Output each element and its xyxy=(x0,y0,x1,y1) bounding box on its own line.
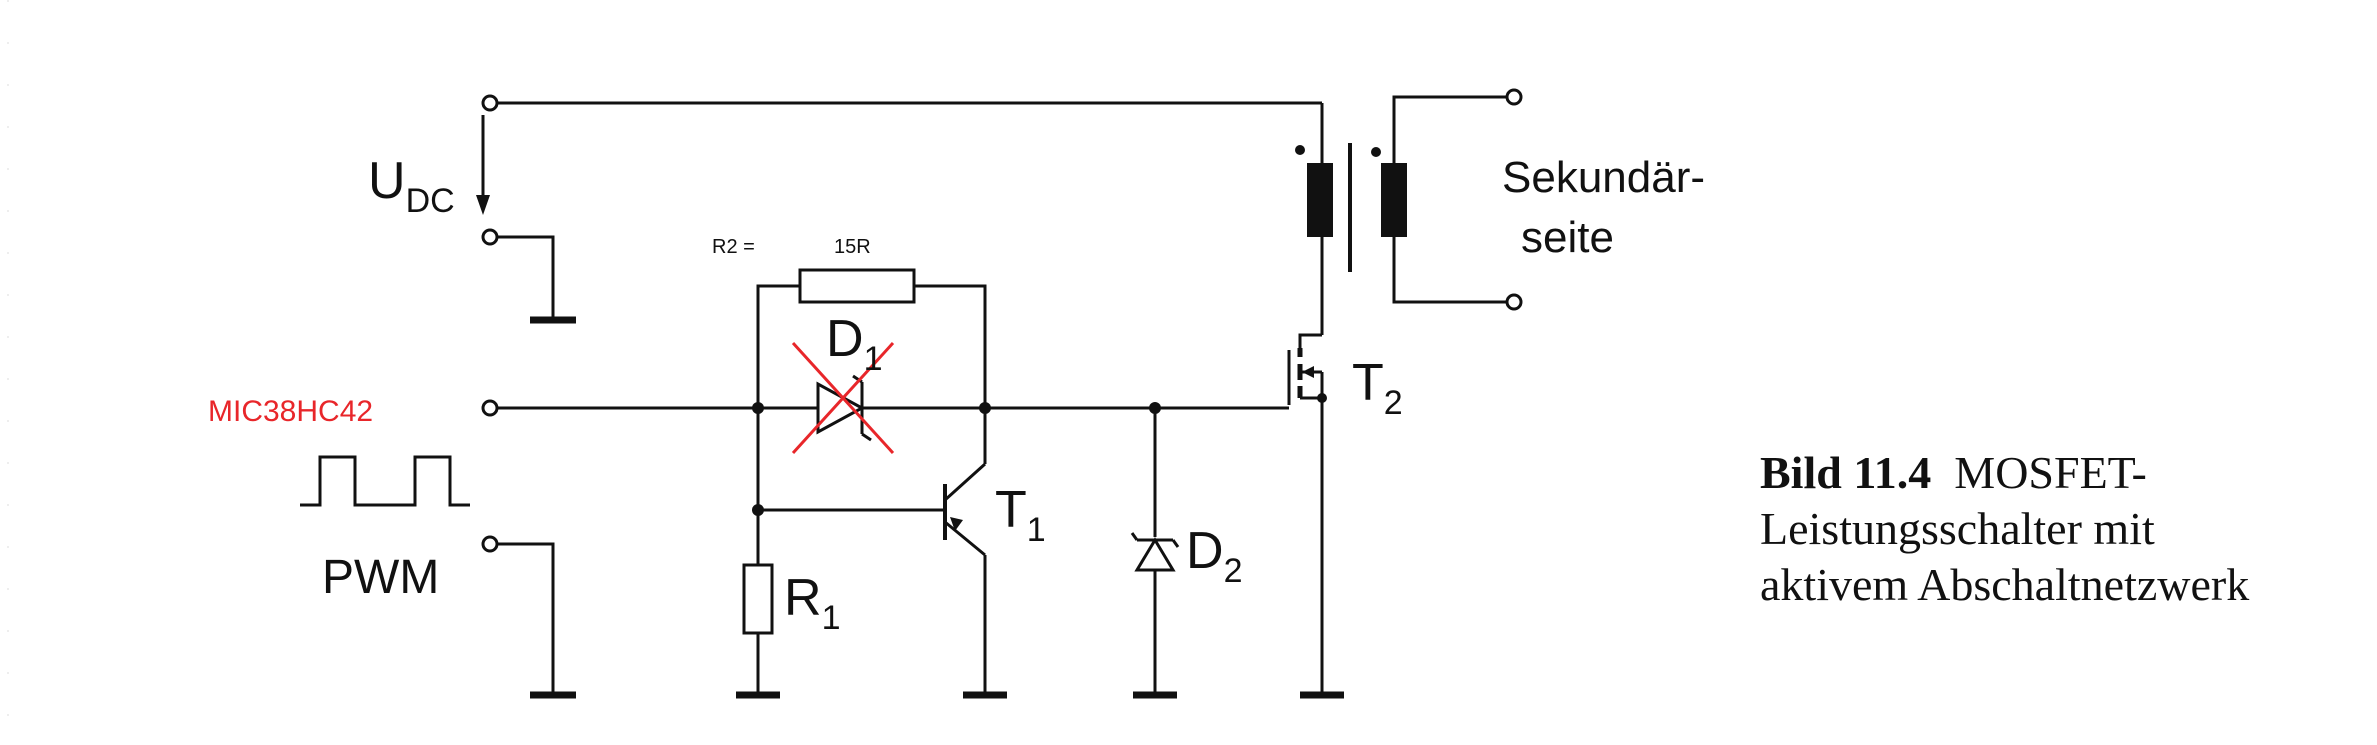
diode-d1 xyxy=(816,374,872,442)
r2-label: R2 = xyxy=(712,236,755,258)
udc-voltage-arrow xyxy=(476,115,490,215)
secondary-side-label-2: seite xyxy=(1521,213,1614,262)
secondary-terminal-top xyxy=(1505,88,1523,106)
t2-label: T2 xyxy=(1352,354,1403,422)
controller-label: MIC38HC42 xyxy=(208,395,373,428)
t1-label: T1 xyxy=(995,481,1046,549)
secondary-terminal-bottom xyxy=(1505,293,1523,311)
secondary-winding xyxy=(1381,163,1407,237)
primary-dot-icon xyxy=(1295,145,1305,155)
r2-value: 15R xyxy=(834,236,871,258)
zener-diode-d2 xyxy=(1130,408,1180,699)
pwm-waveform-icon xyxy=(300,455,470,507)
figure-caption: Bild 11.4 MOSFET- Leistungsschalter mit … xyxy=(1760,445,2360,613)
pwm-ground xyxy=(497,542,576,699)
top-rail xyxy=(495,101,1324,150)
caption-number: Bild 11.4 xyxy=(1760,447,1932,498)
udc-plus-terminal xyxy=(481,94,499,112)
resistor-r2 xyxy=(756,268,987,408)
resistor-r1 xyxy=(736,408,780,699)
secondary-dot-icon xyxy=(1371,147,1381,157)
r1-label: R1 xyxy=(784,569,840,637)
transformer xyxy=(1295,95,1508,335)
udc-minus-terminal xyxy=(481,228,499,246)
pwm-label: PWM xyxy=(322,551,439,604)
pwm-return-terminal xyxy=(481,535,499,553)
primary-winding xyxy=(1307,163,1333,237)
pwm-input-terminal xyxy=(481,399,499,417)
mosfet-t2 xyxy=(1287,333,1344,699)
caption-line-2: Leistungsschalter mit xyxy=(1760,503,2155,554)
secondary-side-label-1: Sekundär- xyxy=(1502,153,1705,202)
d2-label: D2 xyxy=(1186,522,1242,590)
udc-label: UDC xyxy=(368,152,455,220)
udc-ground xyxy=(497,235,576,324)
caption-line-3: aktivem Abschaltnetzwerk xyxy=(1760,559,2250,610)
d1-label: D1 xyxy=(826,310,882,378)
d1-crossed-out-mark xyxy=(791,341,895,455)
transistor-t1 xyxy=(752,408,1007,699)
caption-title: MOSFET- xyxy=(1954,447,2147,498)
